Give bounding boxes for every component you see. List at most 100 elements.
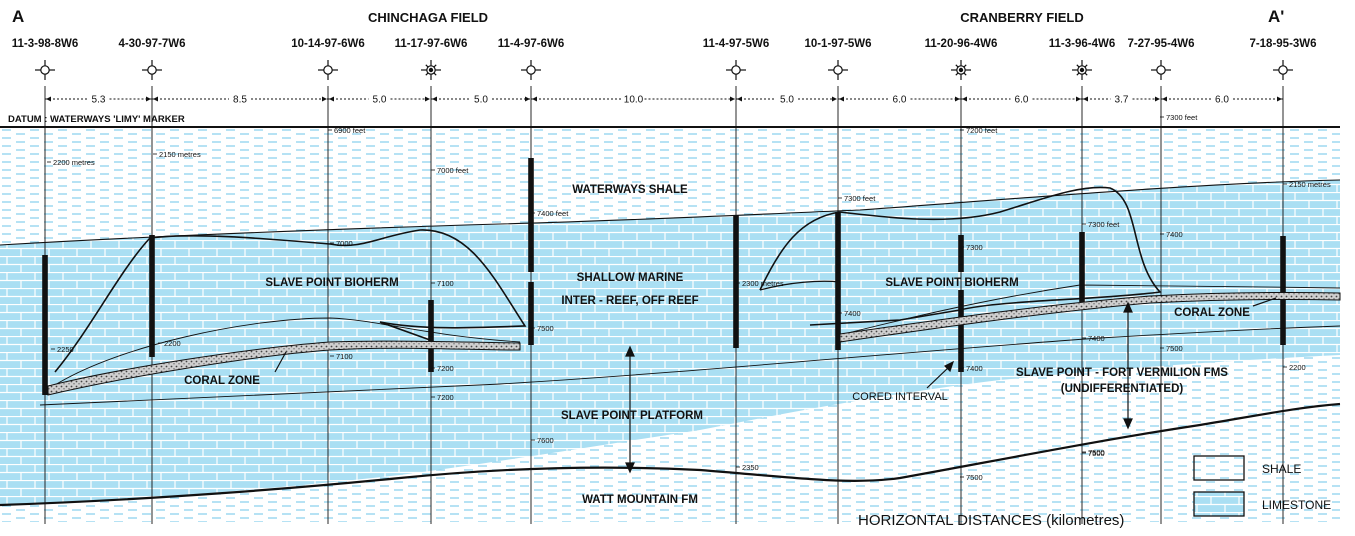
arrowhead-icon: [425, 96, 430, 102]
well-name: 11-4-97-6W6: [498, 38, 564, 50]
depth-label: 2300 metres: [742, 279, 784, 288]
label-watt-mountain: WATT MOUNTAIN FM: [582, 494, 698, 506]
borehole-interval: [835, 212, 841, 350]
distance-value: 8.5: [233, 95, 247, 106]
depth-label: 2200: [1289, 363, 1306, 372]
arrowhead-icon: [1277, 96, 1282, 102]
borehole-interval: [1079, 232, 1085, 302]
oil-well-symbol-icon: [421, 60, 441, 80]
depth-label: 7400: [1088, 334, 1105, 343]
well-name: 4-30-97-7W6: [118, 38, 185, 50]
depth-label: 7200: [437, 364, 454, 373]
well-name: 7-27-95-4W6: [1127, 38, 1194, 50]
depth-label: 2200: [164, 339, 181, 348]
label-coral-west: CORAL ZONE: [184, 375, 260, 387]
depth-label: 7300: [966, 243, 983, 252]
coral-zone-west: [47, 340, 521, 396]
dry-well-symbol-icon: [1151, 60, 1171, 80]
label-shallow-marine: SHALLOW MARINE: [577, 272, 684, 284]
depth-label: 7500: [1088, 449, 1105, 458]
watt-mountain-contact: [0, 402, 1341, 507]
distance-value: 6.0: [893, 95, 907, 106]
legend-shale-swatch: [1193, 455, 1245, 481]
field-cranberry: CRANBERRY FIELD: [960, 10, 1084, 25]
end-label-a: A: [12, 7, 24, 26]
well-name: 11-17-97-6W6: [395, 38, 468, 50]
borehole-interval: [528, 282, 534, 345]
depth-label: 2150 metres: [159, 150, 201, 159]
oil-well-symbol-icon: [1072, 60, 1092, 80]
depth-label: 2200 metres: [53, 158, 95, 167]
pointer-arrows: [274, 297, 1277, 474]
dry-well-symbol-icon: [726, 60, 746, 80]
depth-label: 7300 feet: [1166, 113, 1198, 122]
depth-label: 7200 feet: [966, 126, 998, 135]
depth-label: 7500: [966, 473, 983, 482]
well-boreholes: [42, 86, 1286, 524]
dry-well-symbol-icon: [521, 60, 541, 80]
label-bioherm-west: SLAVE POINT BIOHERM: [265, 277, 398, 289]
label-bioherm-east: SLAVE POINT BIOHERM: [885, 277, 1018, 289]
datum-label: DATUM : WATERWAYS 'LIMY' MARKER: [8, 114, 185, 125]
depth-label: 7000: [336, 239, 353, 248]
arrowhead-icon: [525, 96, 530, 102]
west-bioherm-inner-line: [54, 317, 521, 386]
east-bioherm-inner-line: [839, 284, 1341, 336]
label-undifferentiated: (UNDIFFERENTIATED): [1061, 383, 1184, 395]
distance-value: 6.0: [1215, 95, 1229, 106]
well-name: 11-4-97-5W6: [703, 38, 769, 50]
arrowhead-icon: [1155, 96, 1160, 102]
field-chinchaga: CHINCHAGA FIELD: [368, 10, 488, 25]
borehole-interval: [428, 300, 434, 372]
well-name: 11-20-96-4W6: [925, 38, 998, 50]
depth-label: 7600: [537, 436, 554, 445]
dry-well-symbol-icon: [828, 60, 848, 80]
legend: SHALE LIMESTONE: [1193, 455, 1331, 517]
well-name: 11-3-96-4W6: [1049, 38, 1115, 50]
east-bioherm-outline: [759, 186, 1162, 326]
label-waterways-shale: WATERWAYS SHALE: [572, 184, 688, 196]
arrowhead-icon: [146, 96, 151, 102]
arrowhead-icon: [832, 96, 837, 102]
distance-value: 5.0: [474, 95, 488, 106]
arrowhead-icon: [432, 96, 437, 102]
arrowhead-icon: [1083, 96, 1088, 102]
depth-label: 7400: [1166, 230, 1183, 239]
dry-well-symbol-icon: [35, 60, 55, 80]
depth-label: 7100: [336, 352, 353, 361]
label-coral-east: CORAL ZONE: [1174, 307, 1250, 319]
depth-label: 7500: [1166, 344, 1183, 353]
depth-label: 7300 feet: [844, 194, 876, 203]
depth-label: 7500: [1088, 448, 1105, 457]
borehole-interval: [958, 290, 964, 372]
distance-value: 10.0: [624, 95, 644, 106]
arrowhead-icon: [737, 96, 742, 102]
label-inter-reef: INTER - REEF, OFF REEF: [561, 295, 698, 307]
end-label-a-prime: A': [1268, 7, 1284, 26]
depth-label: 7100: [437, 279, 454, 288]
depth-label: 7500: [537, 324, 554, 333]
depth-label: 7300 feet: [1088, 220, 1120, 229]
depth-label: 6900 feet: [334, 126, 366, 135]
depth-label: 7000 feet: [437, 166, 469, 175]
arrowhead-icon: [839, 96, 844, 102]
label-platform: SLAVE POINT PLATFORM: [561, 410, 703, 422]
distance-value: 6.0: [1015, 95, 1029, 106]
depth-label: 7400: [966, 364, 983, 373]
well-name: 10-1-97-5W6: [804, 38, 871, 50]
depth-label: 2350: [742, 463, 759, 472]
borehole-interval: [958, 235, 964, 272]
well-name: 10-14-97-6W6: [291, 38, 365, 50]
arrowhead-icon: [322, 96, 327, 102]
legend-limestone-label: LIMESTONE: [1262, 498, 1331, 512]
borehole-interval: [42, 255, 48, 395]
borehole-interval: [528, 158, 534, 272]
label-slave-fv: SLAVE POINT - FORT VERMILION FMS: [1016, 367, 1228, 379]
depth-label: 7400: [844, 309, 861, 318]
dry-well-symbol-icon: [142, 60, 162, 80]
east-bioherm-reentrant: [759, 280, 841, 291]
